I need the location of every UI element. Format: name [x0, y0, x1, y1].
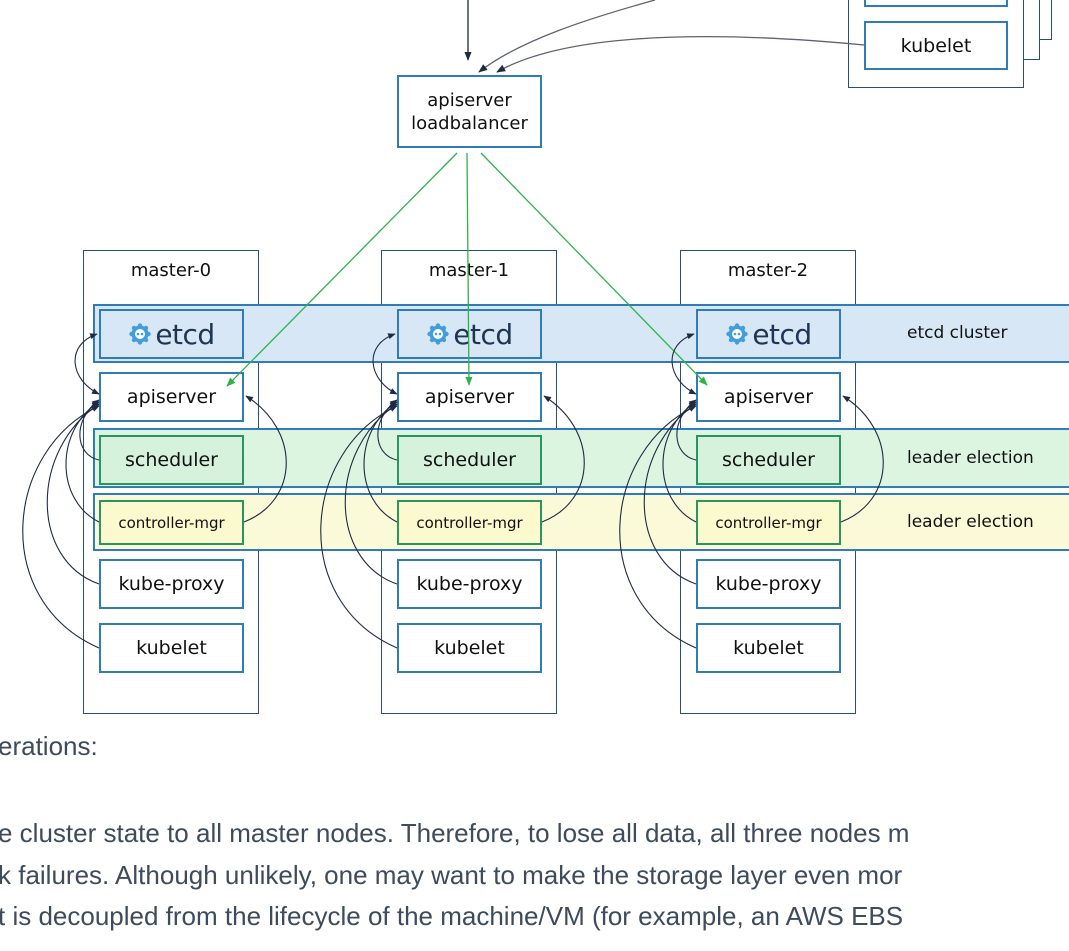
apiserver: apiserver — [99, 372, 244, 422]
controller-apiserver-arrow — [243, 395, 287, 523]
kube-proxy-label: kube-proxy — [416, 573, 523, 595]
loadbalancer-line1: apiserver — [427, 89, 512, 111]
node-top-component — [864, 0, 1008, 7]
node-kubelet-label: kubelet — [900, 34, 972, 57]
master-0-connectors — [22, 333, 287, 649]
kubelet-label: kubelet — [434, 637, 505, 659]
controller-manager: controller-mgr — [99, 500, 244, 545]
apiserver-loadbalancer: apiserver loadbalancer — [397, 75, 542, 148]
leader-election-label-1: leader election — [907, 448, 1034, 468]
kubelet-apiserver-arrow — [320, 405, 398, 649]
kubelet: kubelet — [99, 623, 244, 673]
kubelet-label: kubelet — [733, 637, 804, 659]
kube-proxy-apiserver-arrow — [46, 403, 100, 585]
scheduler-label: scheduler — [722, 449, 815, 471]
kube-proxy-apiserver-arrow — [643, 403, 697, 585]
etcd-apiserver-arrow — [372, 333, 398, 395]
apiserver-label: apiserver — [126, 386, 217, 408]
scheduler: scheduler — [99, 435, 244, 485]
etcd-label: etcd — [453, 317, 513, 351]
controller-leader-band — [93, 493, 1069, 551]
apiserver: apiserver — [696, 372, 841, 422]
controller-apiserver-arrow — [840, 395, 884, 523]
scheduler-label: scheduler — [423, 449, 516, 471]
lb-arrow-node-2 — [496, 35, 865, 73]
etcd-apiserver-arrow — [671, 333, 697, 395]
controller-apiserver-arrow — [541, 395, 585, 523]
lb-to-apiserver-0 — [226, 152, 458, 387]
apiserver-label: apiserver — [723, 386, 814, 408]
master-2-title: master-2 — [727, 259, 809, 281]
kubelet-label: kubelet — [136, 637, 207, 659]
lb-arrow-node-1 — [478, 0, 656, 73]
kubelet: kubelet — [696, 623, 841, 673]
controller-manager-label: controller-mgr — [118, 513, 225, 532]
body-text-line-2: k failures. Although unlikely, one may w… — [0, 860, 903, 890]
lb-to-apiserver-2 — [480, 152, 708, 386]
kubelet-apiserver-arrow — [22, 405, 100, 649]
master-1-connectors — [320, 333, 585, 649]
etcd-icon — [427, 323, 450, 345]
controller-manager: controller-mgr — [397, 500, 542, 545]
leader-election-label-2: leader election — [907, 512, 1034, 532]
etcd-box: etcd — [397, 309, 542, 359]
considerations-text: erations: — [0, 731, 98, 761]
kube-proxy-apiserver-arrow — [344, 403, 398, 585]
body-text-line-1: e cluster state to all master nodes. The… — [0, 818, 910, 848]
apiserver-label: apiserver — [424, 386, 515, 408]
kube-proxy-label: kube-proxy — [118, 573, 225, 595]
master-0-title: master-0 — [130, 259, 212, 281]
body-text-line-3: t is decoupled from the lifecycle of the… — [0, 901, 904, 931]
etcd-apiserver-arrow — [74, 333, 100, 395]
etcd-box: etcd — [99, 309, 244, 359]
kube-proxy: kube-proxy — [99, 559, 244, 609]
scheduler-label: scheduler — [125, 449, 218, 471]
node-kubelet: kubelet — [864, 21, 1008, 70]
etcd-cluster-label: etcd cluster — [907, 323, 1008, 343]
etcd-cluster-band — [93, 304, 1069, 363]
scheduler-leader-band — [93, 428, 1069, 488]
kubelet: kubelet — [397, 623, 542, 673]
kube-proxy: kube-proxy — [397, 559, 542, 609]
controller-manager-label: controller-mgr — [416, 513, 523, 532]
lb-to-apiserver-1 — [465, 152, 473, 386]
master-2-connectors — [619, 333, 884, 649]
scheduler: scheduler — [397, 435, 542, 485]
scheduler: scheduler — [696, 435, 841, 485]
etcd-label: etcd — [155, 317, 215, 351]
controller-manager: controller-mgr — [696, 500, 841, 545]
loadbalancer-line2: loadbalancer — [411, 112, 528, 134]
etcd-box: etcd — [696, 309, 841, 359]
master-1-title: master-1 — [428, 259, 510, 281]
etcd-icon — [129, 323, 152, 345]
kube-proxy-label: kube-proxy — [715, 573, 822, 595]
kube-proxy: kube-proxy — [696, 559, 841, 609]
kubelet-apiserver-arrow — [619, 405, 697, 649]
controller-manager-label: controller-mgr — [715, 513, 822, 532]
etcd-label: etcd — [752, 317, 812, 351]
etcd-icon — [726, 323, 749, 345]
